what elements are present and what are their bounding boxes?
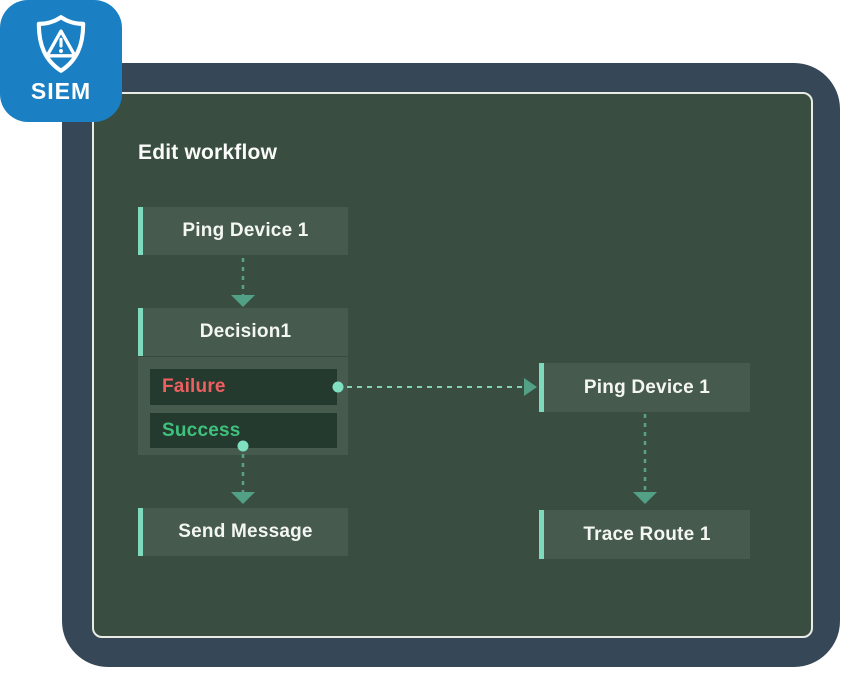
branch-success[interactable]: Success [150, 413, 337, 448]
node-label: Send Message [178, 521, 313, 542]
page-title: Edit workflow [138, 141, 278, 164]
decision-branches: Failure Success [138, 356, 348, 455]
node-label: Ping Device 1 [583, 376, 711, 398]
shield-alert-icon [36, 15, 86, 73]
siem-badge: SIEM [0, 0, 122, 122]
node-label: Trace Route 1 [583, 523, 711, 545]
branch-label: Success [162, 419, 241, 441]
node-trace-route-1[interactable]: Trace Route 1 [539, 510, 750, 559]
node-send-message[interactable]: Send Message [138, 508, 348, 556]
node-ping-device-1-right[interactable]: Ping Device 1 [539, 363, 750, 412]
node-ping-device-1[interactable]: Ping Device 1 [138, 207, 348, 255]
node-decision1[interactable]: Decision1 [138, 308, 348, 356]
node-label: Decision1 [199, 321, 292, 342]
branch-label: Failure [162, 376, 226, 397]
siem-badge-label: SIEM [30, 78, 92, 104]
node-label: Ping Device 1 [182, 220, 309, 241]
branch-failure[interactable]: Failure [150, 369, 337, 405]
